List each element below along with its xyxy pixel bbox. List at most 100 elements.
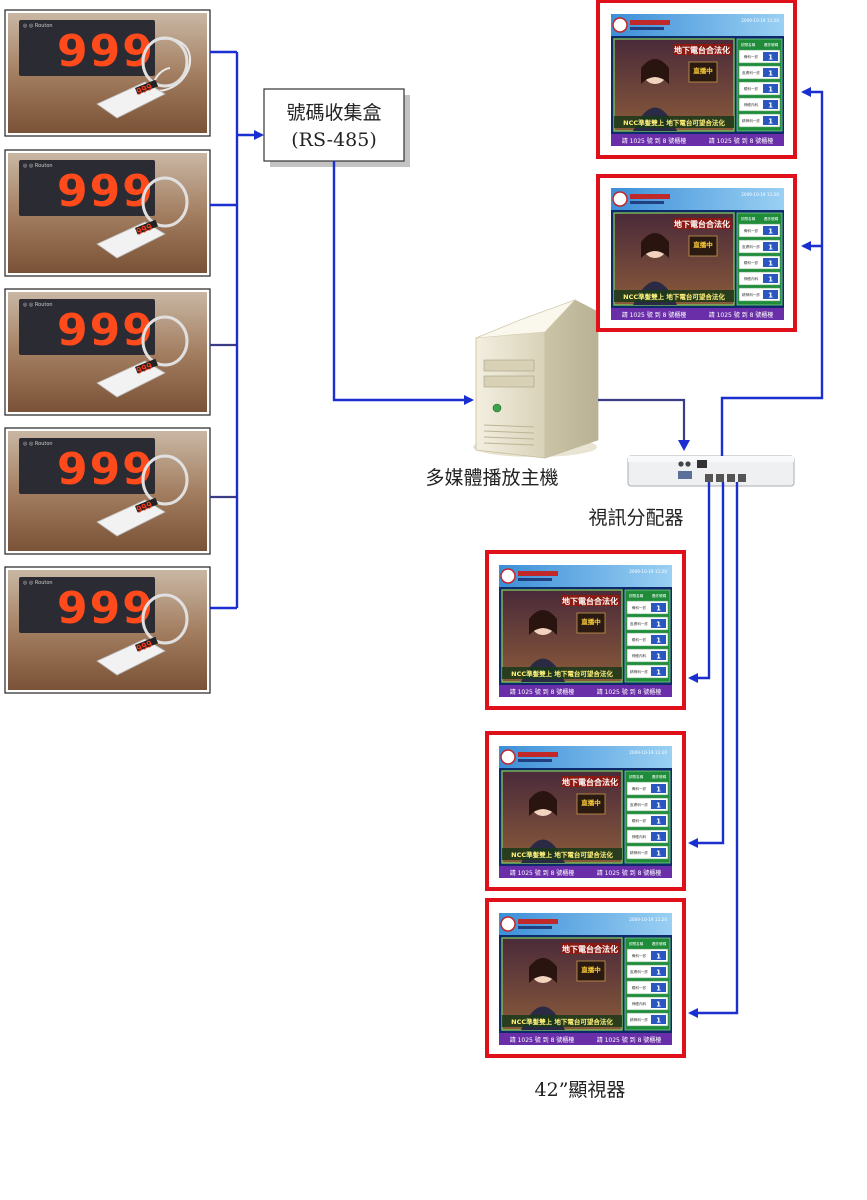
monitor-4: 2009-10-19 11:20 地下電台合法化 直播中 NCC準髮雙上 地下電… — [485, 731, 686, 891]
screen-side-header-2: 看診號碼 — [764, 42, 779, 47]
led-digits: 999 — [57, 583, 155, 634]
screen-side-header-2: 看診號碼 — [652, 941, 667, 946]
counter-name: 皮膚科一診 — [742, 244, 760, 249]
splitter-label: 視訊分配器 — [588, 507, 683, 529]
screen-side-header: 診間名稱 — [629, 593, 644, 598]
counter-name: 皮膚科一診 — [742, 70, 760, 75]
screen-date: 2009-10-19 11:20 — [741, 18, 779, 23]
counter-display-2: ◎ ◎ Routon 999 999 — [4, 149, 211, 277]
counter-number: 1 — [656, 605, 661, 613]
screen-live-badge: 直播中 — [693, 66, 713, 75]
counter-number: 1 — [656, 1001, 661, 1009]
monitor-1: 2009-10-19 11:20 地下電台合法化 直播中 NCC準髮雙上 地下電… — [596, 0, 797, 159]
counter-name: 神經內科 — [744, 276, 759, 281]
counter-name: 骨科一診 — [632, 605, 647, 610]
counter-display-4: ◎ ◎ Routon 999 999 — [4, 427, 211, 555]
screen-footer-call: 請 1025 號 到 8 號櫃檯 — [622, 311, 687, 319]
media-host: 多媒體播放主機 — [425, 299, 599, 489]
counter-number: 1 — [768, 118, 773, 126]
svg-text:◎ ◎ Routon: ◎ ◎ Routon — [23, 23, 53, 29]
screen-footer-call: 請 1025 號 到 8 號櫃檯 — [622, 137, 687, 145]
counter-number: 1 — [656, 953, 661, 961]
host-to-splitter-wire — [598, 398, 690, 451]
monitors-label: 42”顯視器 — [535, 1079, 626, 1101]
led-digits: 999 — [57, 305, 155, 356]
counter-display-1: ◎ ◎ Routon 999 999 — [4, 9, 211, 137]
screen-live-badge: 直播中 — [581, 617, 601, 626]
screen-side-header: 診間名稱 — [629, 774, 644, 779]
screen-side-header-2: 看診號碼 — [764, 216, 779, 221]
counter-name: 精神科一診 — [742, 292, 760, 297]
counter-name: 眼科一診 — [632, 818, 647, 823]
counter-number: 1 — [656, 669, 661, 677]
screen-date: 2009-10-19 11:20 — [629, 569, 667, 574]
counter-bus-wires — [210, 50, 264, 610]
counter-name: 骨科一診 — [632, 786, 647, 791]
counter-number: 1 — [768, 54, 773, 62]
counter-name: 骨科一診 — [632, 953, 647, 958]
counter-number: 1 — [656, 786, 661, 794]
collector-to-host-wire — [332, 161, 474, 405]
counter-name: 眼科一診 — [632, 985, 647, 990]
led-digits: 999 — [57, 26, 155, 77]
counter-number: 1 — [768, 228, 773, 236]
svg-text:◎ ◎ Routon: ◎ ◎ Routon — [23, 302, 53, 308]
svg-text:◎ ◎ Routon: ◎ ◎ Routon — [23, 441, 53, 447]
counter-name: 骨科一診 — [744, 54, 759, 59]
host-label: 多媒體播放主機 — [425, 467, 558, 489]
led-digits: 999 — [57, 166, 155, 217]
counter-number: 1 — [768, 276, 773, 284]
screen-date: 2009-10-19 11:20 — [629, 917, 667, 922]
screen-headline: 地下電台合法化 — [674, 219, 730, 229]
counter-name: 精神科一診 — [630, 850, 648, 855]
screen-footer-call: 請 1025 號 到 8 號櫃檯 — [510, 869, 575, 877]
monitor-3: 2009-10-19 11:20 地下電台合法化 直播中 NCC準髮雙上 地下電… — [485, 550, 686, 710]
counter-name: 皮膚科一診 — [630, 969, 648, 974]
video-splitter: 視訊分配器 — [588, 455, 795, 529]
screen-ticker: NCC準髮雙上 地下電台可望合法化 — [511, 669, 613, 678]
screen-headline: 地下電台合法化 — [562, 944, 618, 954]
counter-number: 1 — [656, 969, 661, 977]
counter-number: 1 — [768, 70, 773, 78]
splitter-output-wires — [688, 87, 824, 1018]
counter-number: 1 — [656, 850, 661, 858]
screen-footer-call-repeat: 請 1025 號 到 8 號櫃檯 — [709, 311, 774, 319]
screen-ticker: NCC準髮雙上 地下電台可望合法化 — [511, 1017, 613, 1026]
screen-footer-call-repeat: 請 1025 號 到 8 號櫃檯 — [709, 137, 774, 145]
screen-footer-call: 請 1025 號 到 8 號櫃檯 — [510, 688, 575, 696]
counter-name: 神經內科 — [632, 1001, 647, 1006]
counter-number: 1 — [768, 292, 773, 300]
screen-footer-call-repeat: 請 1025 號 到 8 號櫃檯 — [597, 869, 662, 877]
counter-name: 神經內科 — [632, 834, 647, 839]
counter-name: 皮膚科一診 — [630, 802, 648, 807]
screen-headline: 地下電台合法化 — [674, 45, 730, 55]
screen-ticker: NCC準髮雙上 地下電台可望合法化 — [511, 850, 613, 859]
screen-side-header-2: 看診號碼 — [652, 774, 667, 779]
screen-side-header-2: 看診號碼 — [652, 593, 667, 598]
counter-name: 精神科一診 — [630, 669, 648, 674]
counter-number: 1 — [656, 637, 661, 645]
counter-number: 1 — [656, 802, 661, 810]
screen-live-badge: 直播中 — [581, 798, 601, 807]
counter-name: 眼科一診 — [744, 86, 759, 91]
counter-name: 精神科一診 — [742, 118, 760, 123]
counter-name: 神經內科 — [632, 653, 647, 658]
led-digits: 999 — [57, 444, 155, 495]
counter-number: 1 — [656, 985, 661, 993]
screen-date: 2009-10-19 11:20 — [629, 750, 667, 755]
screen-headline: 地下電台合法化 — [562, 596, 618, 606]
collector-title: 號碼收集盒 — [286, 102, 381, 124]
counter-name: 皮膚科一診 — [630, 621, 648, 626]
counter-name: 眼科一診 — [744, 260, 759, 265]
counter-number: 1 — [656, 818, 661, 826]
counter-number: 1 — [768, 244, 773, 252]
counter-number: 1 — [656, 1017, 661, 1025]
screen-footer-call: 請 1025 號 到 8 號櫃檯 — [510, 1036, 575, 1044]
counter-name: 神經內科 — [744, 102, 759, 107]
counter-number: 1 — [656, 834, 661, 842]
screen-live-badge: 直播中 — [693, 240, 713, 249]
counter-number: 1 — [768, 86, 773, 94]
screen-side-header: 診間名稱 — [629, 941, 644, 946]
collector-subtitle: (RS-485) — [291, 129, 377, 151]
